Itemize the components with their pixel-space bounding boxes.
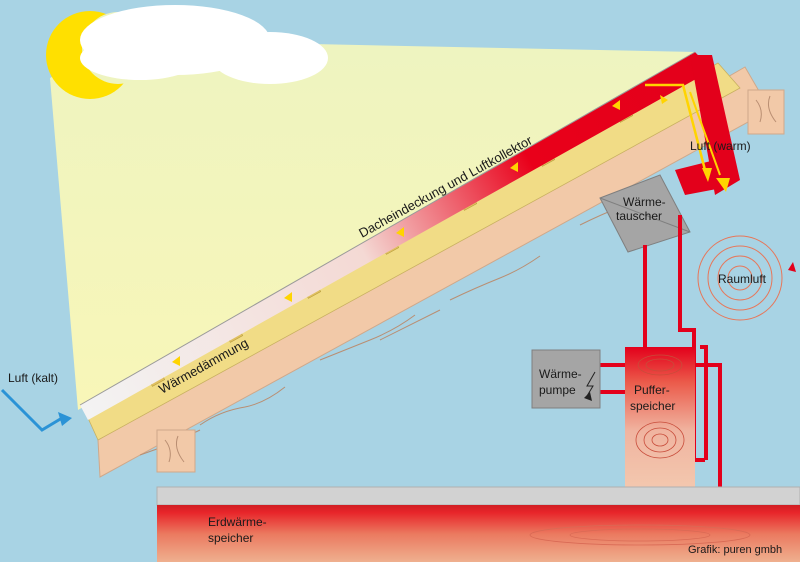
label-buffer-2: speicher — [630, 399, 675, 413]
air-collector-strip — [80, 52, 712, 420]
lightning-icon — [586, 371, 596, 397]
room-air-spiral — [697, 235, 783, 321]
label-air-warm: Luft (warm) — [690, 139, 751, 153]
label-heat-exchanger-2: tauscher — [616, 209, 662, 223]
warm-air-duct — [690, 55, 740, 195]
ground-top-layer — [156, 486, 800, 506]
label-heat-pump-1: Wärme- — [539, 367, 582, 381]
label-ground-1: Erdwärme- — [208, 515, 267, 529]
rafter-end-right — [747, 89, 785, 135]
pipe-exchanger-buffer-2 — [678, 215, 705, 462]
label-heat-pump-2: pumpe — [539, 383, 576, 397]
credit-text: Grafik: puren gmbh — [688, 544, 782, 556]
label-heat-exchanger-1: Wärme- — [623, 195, 666, 209]
label-ground-2: speicher — [208, 531, 253, 545]
cloud-icon — [80, 5, 328, 84]
label-air-cold: Luft (kalt) — [8, 371, 58, 385]
label-room-air: Raumluft — [718, 272, 767, 286]
ground-storage — [157, 505, 800, 562]
buffer-storage-tank — [625, 347, 695, 487]
sunlight-cone — [50, 40, 696, 410]
rafter-end-left — [156, 429, 196, 473]
label-buffer-1: Puffer- — [634, 383, 670, 397]
cold-air-arrow — [0, 388, 63, 432]
pipe-buffer-ground — [700, 345, 708, 460]
